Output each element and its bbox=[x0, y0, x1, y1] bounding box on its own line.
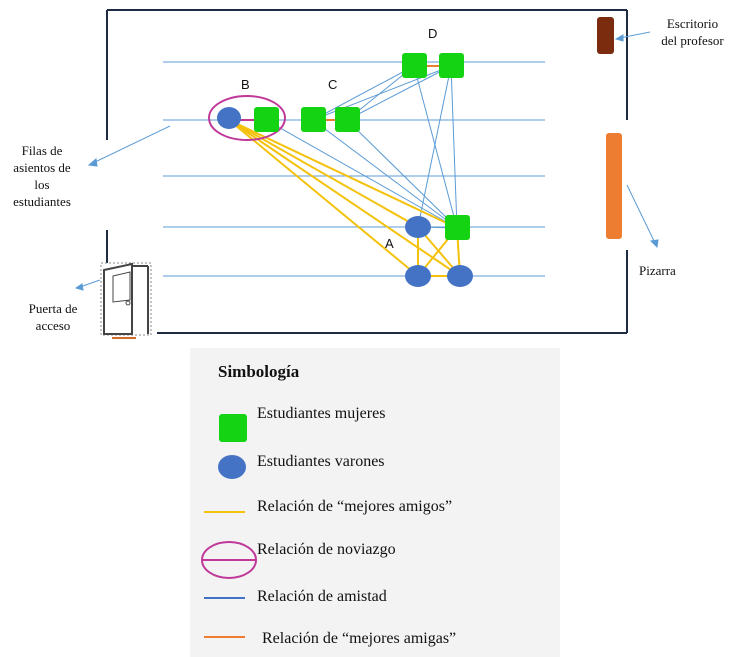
legend-best-female-friends-label: Relación de “mejores amigas” bbox=[262, 630, 457, 647]
female-student bbox=[402, 53, 427, 78]
desk-label-line: Escritorio bbox=[666, 16, 719, 31]
group-label-b: B bbox=[241, 77, 250, 92]
legend-dating-label: Relación de noviazgo bbox=[257, 541, 396, 558]
board-callout-arrow bbox=[626, 184, 656, 244]
female-student bbox=[439, 53, 464, 78]
desk-callout-arrow bbox=[619, 31, 651, 39]
male-student bbox=[405, 265, 431, 287]
legend-dating-icon bbox=[201, 541, 257, 579]
teacher-desk bbox=[597, 17, 614, 54]
legend-male-icon bbox=[218, 455, 246, 479]
door-icon bbox=[100, 262, 152, 339]
rows-callout-arrow bbox=[92, 125, 171, 164]
female-student bbox=[335, 107, 360, 132]
legend-panel bbox=[190, 348, 560, 657]
callout-arrows bbox=[74, 31, 659, 291]
male-students bbox=[217, 107, 473, 287]
female-student bbox=[254, 107, 279, 132]
group-label-c: C bbox=[328, 77, 338, 92]
door-label-line: Puerta de bbox=[28, 301, 78, 316]
legend-female-label: Estudiantes mujeres bbox=[257, 405, 386, 422]
rows-label-line: Filas de bbox=[21, 143, 63, 158]
female-student bbox=[445, 215, 470, 240]
desk-label: Escritorio del profesor bbox=[650, 15, 733, 49]
legend-best-friends-label: Relación de “mejores amigos” bbox=[257, 498, 453, 515]
door-label-line: acceso bbox=[35, 318, 71, 333]
legend-female-icon bbox=[219, 414, 247, 442]
board-label: Pizarra bbox=[639, 263, 676, 278]
dating-relation-ellipse bbox=[208, 95, 286, 141]
legend-friendship-label: Relación de amistad bbox=[257, 588, 387, 605]
group-label-d: D bbox=[428, 26, 438, 41]
legend-male-label: Estudiantes varones bbox=[257, 453, 385, 470]
desk-label-line: del profesor bbox=[661, 33, 724, 48]
door-callout-arrow bbox=[79, 279, 101, 288]
female-student bbox=[301, 107, 326, 132]
classroom-walls bbox=[106, 9, 628, 334]
rows-label: Filas de asientos de los estudiantes bbox=[0, 142, 84, 210]
seat-rows bbox=[163, 61, 545, 277]
door-label: Puerta de acceso bbox=[18, 300, 88, 334]
rows-label-line: los bbox=[34, 177, 50, 192]
rows-label-line: asientos de bbox=[13, 160, 71, 175]
group-label-a: A bbox=[385, 236, 394, 251]
male-student bbox=[405, 216, 431, 238]
rows-label-line: estudiantes bbox=[13, 194, 71, 209]
male-student bbox=[217, 107, 241, 129]
friendship-relations bbox=[265, 65, 458, 229]
female-students bbox=[254, 53, 470, 240]
male-student bbox=[447, 265, 473, 287]
legend-title: Simbología bbox=[218, 362, 300, 381]
blackboard bbox=[606, 133, 622, 239]
